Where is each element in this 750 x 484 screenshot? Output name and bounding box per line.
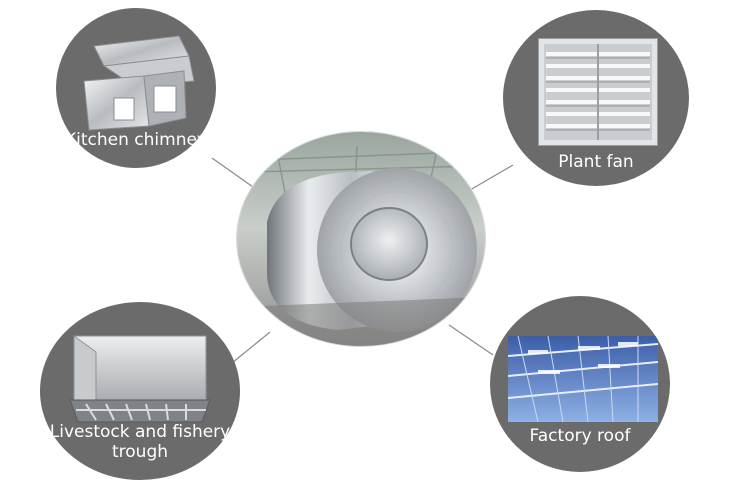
factory-roof-label: Factory roof (529, 426, 631, 446)
livestock-trough-label-line1: Livestock and fishery (49, 422, 231, 442)
plant-fan-label: Plant fan (558, 152, 634, 172)
chimney-duct-image (83, 35, 195, 131)
steel-coil-image (237, 132, 485, 346)
application-livestock-trough: Livestock and fishery trough (40, 302, 240, 480)
application-kitchen-chimney: Kitchen chimney (56, 8, 216, 168)
feeding-trough-image (69, 335, 211, 423)
livestock-trough-label-line2: trough (111, 442, 169, 462)
kitchen-chimney-label: Kitchen chimney (65, 130, 207, 150)
factory-roof-image (508, 336, 658, 422)
application-factory-roof: Factory roof (490, 296, 670, 472)
exhaust-fan-image (538, 38, 658, 146)
application-plant-fan: Plant fan (503, 10, 689, 186)
